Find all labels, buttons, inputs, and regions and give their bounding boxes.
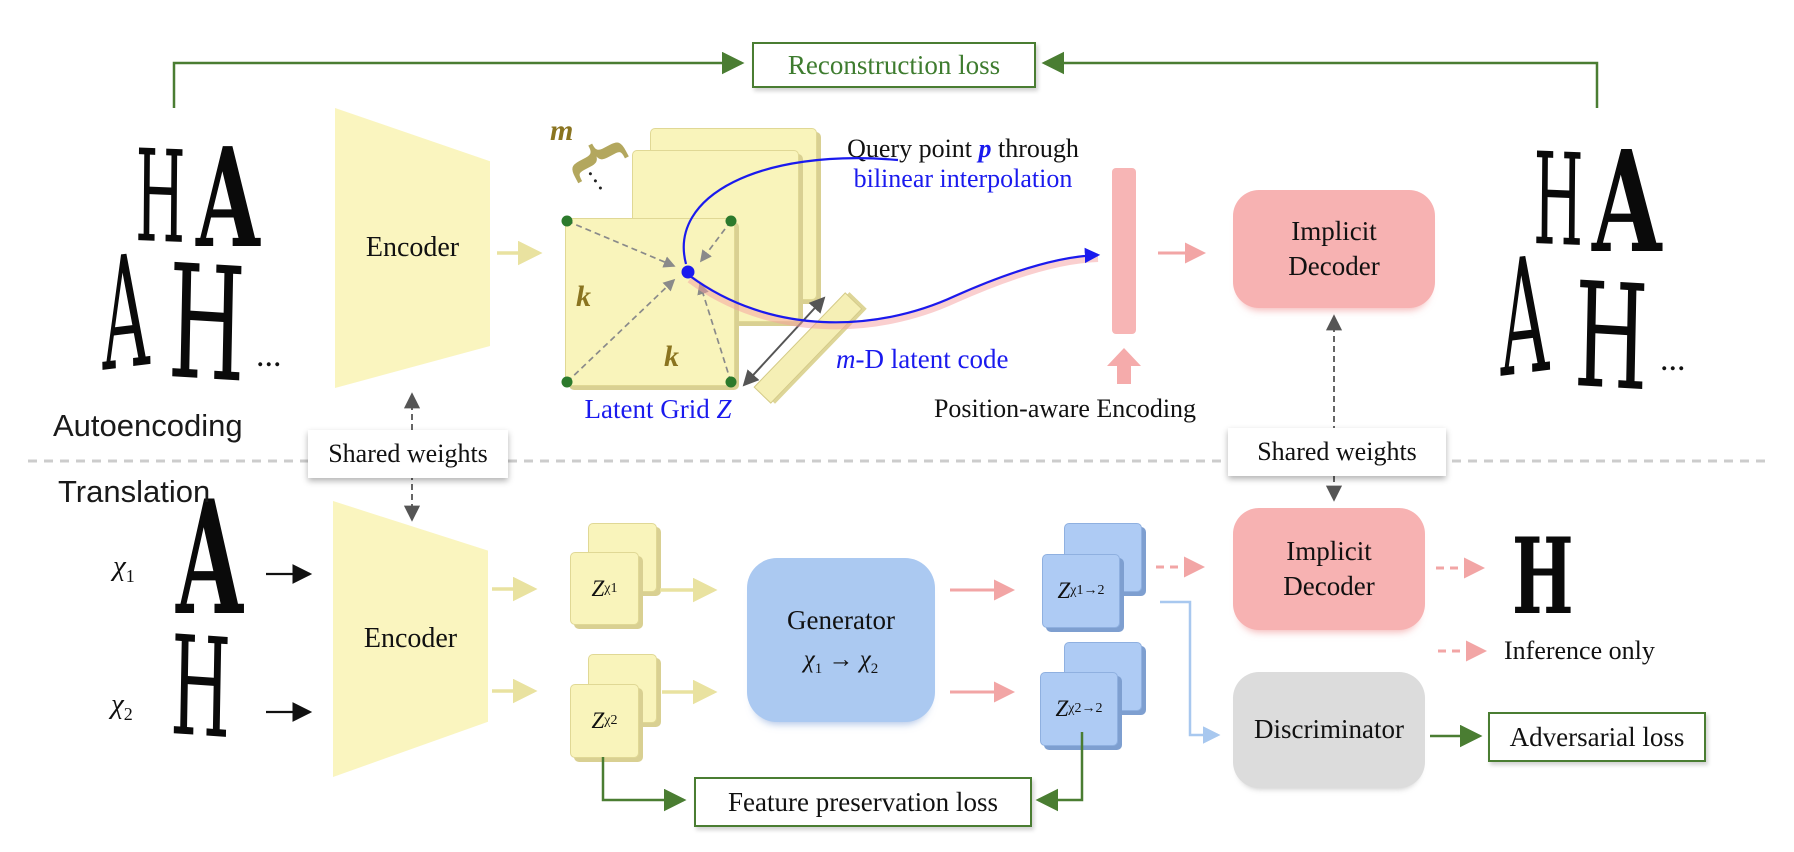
input-letter-a2-left: A xyxy=(99,220,151,407)
chi2-label: χ2 xyxy=(111,688,133,724)
translation-output-h: H xyxy=(1512,514,1574,638)
grid-k-bottom-label: k xyxy=(664,340,679,373)
feature-preservation-loss-label: Feature preservation loss xyxy=(728,786,998,817)
section-label-autoencoding: Autoencoding xyxy=(53,408,243,443)
reconstruction-loop-right xyxy=(1041,51,1599,108)
z-to-discriminator-connector xyxy=(1160,600,1221,744)
shared-weights-right-box: Shared weights xyxy=(1228,428,1446,476)
implicit-decoder-bottom-line2: Decoder xyxy=(1283,571,1375,601)
query-point-annotation: Query point p through bilinear interpola… xyxy=(828,134,1098,194)
implicit-decoder-bottom-block: Implicit Decoder xyxy=(1233,508,1425,630)
inference-only-legend-label: Inference only xyxy=(1504,636,1655,665)
discriminator-block: Discriminator xyxy=(1233,672,1425,788)
output-letter-a2-right: A xyxy=(1497,220,1551,414)
implicit-decoder-top-block: Implicit Decoder xyxy=(1233,190,1435,308)
generator-block: Generator χ1 → χ2 xyxy=(747,558,935,722)
latent-code-annotation: m-D latent code xyxy=(836,344,1009,374)
latent-grid-caption: Latent Grid Z xyxy=(584,394,732,424)
reconstruction-loss-label: Reconstruction loss xyxy=(787,49,1001,80)
input-letters-dots-left: ... xyxy=(256,337,282,374)
encoder-top-label: Encoder xyxy=(365,231,460,263)
query-point-line2: bilinear interpolation xyxy=(853,163,1073,193)
implicit-decoder-top-line2: Decoder xyxy=(1288,251,1380,281)
position-encoding-up-arrow xyxy=(1107,348,1141,384)
adversarial-loss-box: Adversarial loss xyxy=(1488,712,1706,762)
output-letter-a1-right: A xyxy=(1592,121,1662,285)
shared-weights-right-label: Shared weights xyxy=(1257,437,1417,466)
section-label-translation: Translation xyxy=(58,474,211,509)
position-encoding-bar xyxy=(1112,168,1136,334)
generator-mapping: χ1 → χ2 xyxy=(803,646,879,678)
reconstruction-loss-box: Reconstruction loss xyxy=(752,42,1036,88)
implicit-decoder-bottom-line1: Implicit xyxy=(1286,535,1372,566)
translation-input-a: A xyxy=(176,467,244,651)
discriminator-label: Discriminator xyxy=(1254,714,1404,745)
input-letter-a1-left: A xyxy=(196,118,260,279)
encoder-top-block: Encoder xyxy=(335,108,490,388)
grid-k-left-label: k xyxy=(576,280,591,313)
output-letter-h2-right: H xyxy=(1572,251,1650,425)
shared-weights-left-box: Shared weights xyxy=(308,430,508,478)
encoder-bottom-block: Encoder xyxy=(333,501,488,777)
feature-preservation-loss-box: Feature preservation loss xyxy=(694,777,1032,827)
shared-weights-left-label: Shared weights xyxy=(328,439,488,468)
chi1-label: χ1 xyxy=(113,550,135,586)
input-letter-h2-left: H xyxy=(166,231,247,419)
output-letters-dots-right: ... xyxy=(1660,341,1686,378)
query-point-line1: Query point p through xyxy=(847,134,1079,163)
reconstruction-loop-left xyxy=(172,51,745,108)
adversarial-loss-label: Adversarial loss xyxy=(1509,721,1685,752)
encoder-bottom-label: Encoder xyxy=(363,622,458,654)
grid-depth-m-label: m xyxy=(550,114,574,147)
feature-loss-left-connector xyxy=(601,757,687,812)
position-encoding-annotation: Position-aware Encoding xyxy=(933,394,1197,423)
generator-label: Generator xyxy=(787,605,895,636)
translation-input-h: H xyxy=(169,607,232,771)
implicit-decoder-top-line1: Implicit xyxy=(1291,215,1377,246)
